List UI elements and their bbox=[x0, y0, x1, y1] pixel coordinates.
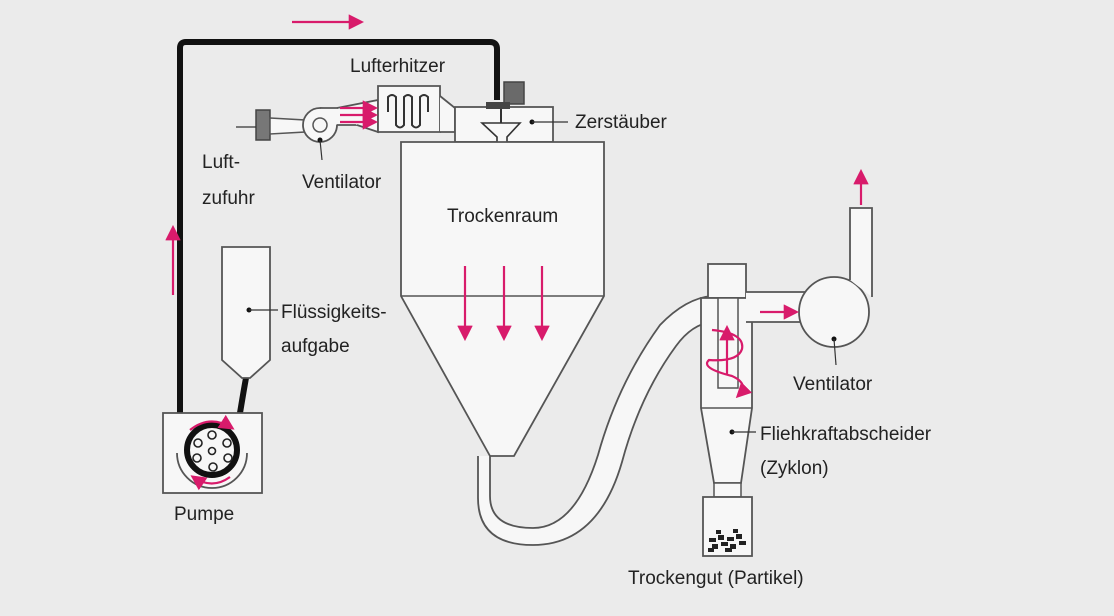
dried-product-label: Trockengut (Partikel) bbox=[628, 568, 804, 589]
air-intake-filter bbox=[236, 109, 306, 141]
pump bbox=[162, 412, 263, 494]
arrow-cyclone-swirl bbox=[705, 328, 753, 399]
liquid-feed-label-2: aufgabe bbox=[281, 336, 350, 357]
arrow-pump-bottom bbox=[190, 475, 231, 491]
drying-chamber-label: Trockenraum bbox=[447, 206, 558, 227]
cyclone bbox=[700, 263, 756, 498]
drying-chamber bbox=[400, 141, 605, 457]
liquid-feed-label-1: Flüssigkeits- bbox=[281, 302, 387, 323]
air-intake-label-1: Luft- bbox=[202, 152, 240, 173]
air-heater-label: Lufterhitzer bbox=[350, 56, 446, 77]
cyclone-label-1: Fliehkraftabscheider bbox=[760, 424, 932, 445]
right-fan-label: Ventilator bbox=[793, 374, 873, 395]
air-heater bbox=[377, 85, 456, 133]
pump-label: Pumpe bbox=[174, 504, 234, 525]
arrow-pump-top bbox=[189, 414, 235, 431]
right-fan bbox=[746, 207, 873, 366]
atomizer-housing bbox=[454, 81, 568, 167]
cyclone-label-2: (Zyklon) bbox=[760, 458, 829, 479]
liquid-feed-vessel bbox=[221, 246, 278, 379]
product-vessel bbox=[702, 496, 753, 557]
air-intake-label-2: zufuhr bbox=[202, 188, 255, 209]
flow-arrows bbox=[165, 14, 869, 491]
atomizer-label: Zerstäuber bbox=[575, 112, 668, 133]
left-fan-label: Ventilator bbox=[302, 172, 382, 193]
feed-pipe bbox=[177, 39, 500, 473]
